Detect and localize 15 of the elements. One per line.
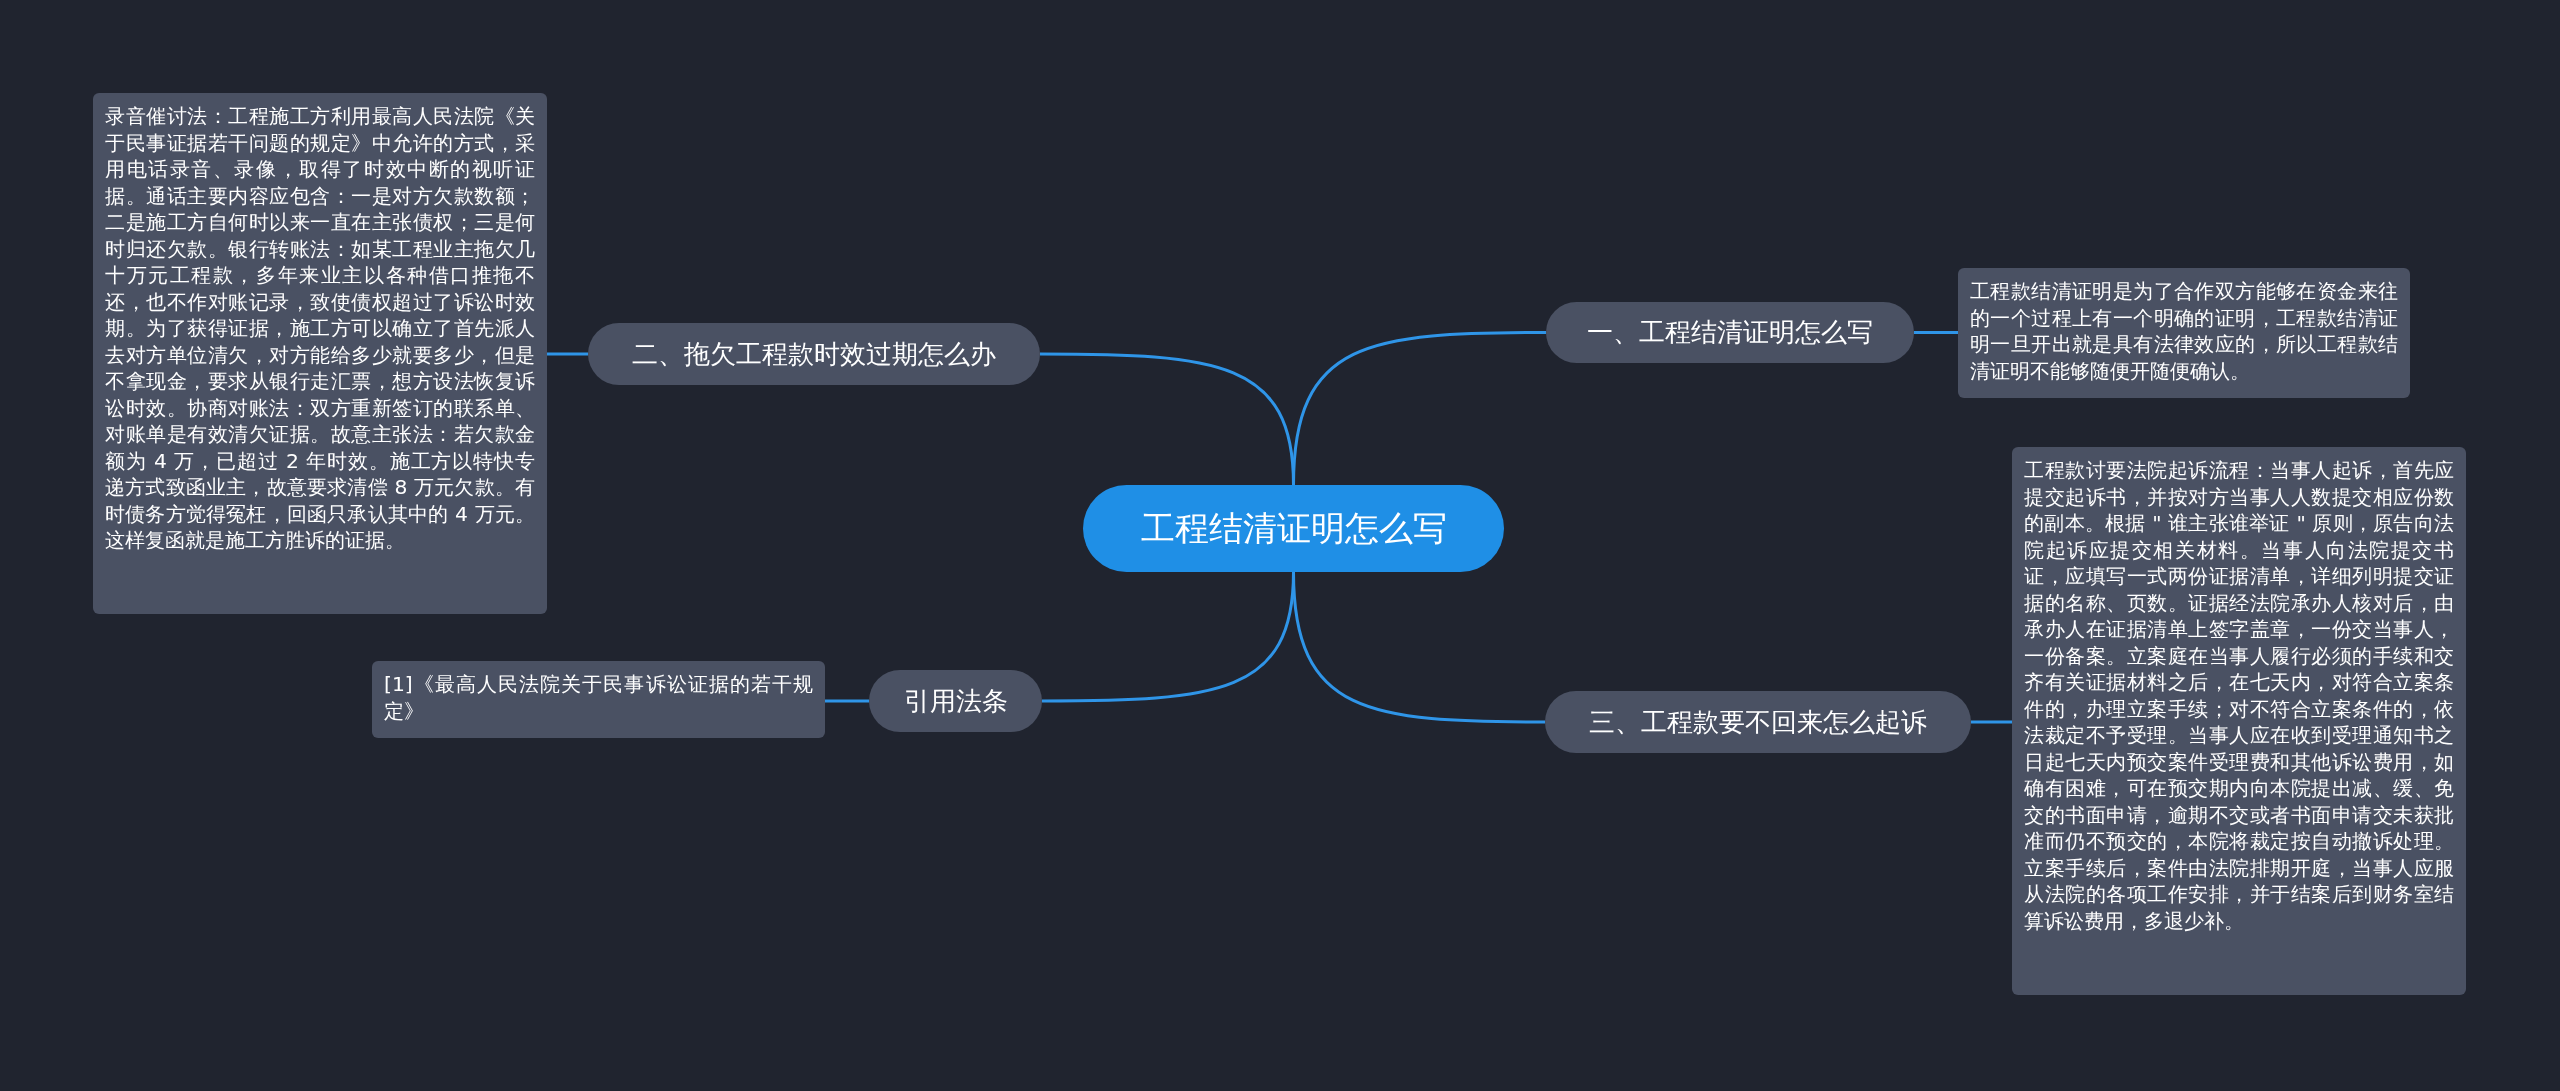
connector-line	[1914, 331, 1958, 334]
note-box: 工程款结清证明是为了合作双方能够在资金来往的一个过程上有一个明确的证明，工程款结清证明一旦开出就是具有法律效应的，所以工程款结清证明不能够随便开随便确认。	[1958, 268, 2410, 398]
connector-line	[825, 699, 869, 703]
topic-box: 一、工程结清证明怎么写	[1546, 302, 1914, 363]
note-box: [1]《最高人民法院关于民事诉讼证据的若干规定》	[372, 661, 825, 738]
connector-line	[1292, 571, 1545, 724]
topic-box: 二、拖欠工程款时效过期怎么办	[588, 323, 1040, 385]
connector-line	[1040, 352, 1295, 486]
connector-line	[1971, 720, 2012, 724]
topic-box: 三、工程款要不回来怎么起诉	[1545, 691, 1971, 753]
connector-line	[547, 352, 588, 356]
topic-box: 引用法条	[869, 670, 1042, 732]
note-box: 工程款讨要法院起诉流程：当事人起诉，首先应提交起诉书，并按对方当事人人数提交相应份数的副本。根据 " 谁主张谁举证 " 原则，原告向法院起诉应提交相关材料。当事人向法院提交书证，应填写一式两份证据清单，详细列明提交证据的名称、页数。证据经法院承办人核对后，由承办人在证据清单上签字盖章，一份交当事人，一份备案。立案庭在当事人履行必须的手续和交齐有关证据材料之后，在七天内，对符合立案条件的，办理立案手续；对不符合立案条件的，依法裁定不予受理。当事人应在收到受理通知书之日起七天内预交案件受理费和其他诉讼费用，如确有困难，可在预交期内向本院提出减、缓、免交的书面申请，逾期不交或者书面申请交未获批准而仍不预交的，本院将裁定按自动撤诉处理。立案手续后，案件由法院排期开庭，当事人应服从法院的各项工作安排，并于结案后到财务室结算诉讼费用，多退少补。	[2012, 447, 2466, 995]
note-box: 录音催讨法：工程施工方利用最高人民法院《关于民事证据若干问题的规定》中允许的方式，采用电话录音、录像，取得了时效中断的视听证据。通话主要内容应包含：一是对方欠款数额；二是施工方自何时以来一直在主张债权；三是何时归还欠款。银行转账法：如某工程业主拖欠几十万元工程款，多年来业主以各种借口推拖不还，也不作对账记录，致使债权超过了诉讼时效期。为了获得证据，施工方可以确立了首先派人去对方单位清欠，对方能给多少就要多少，但是不拿现金，要求从银行走汇票，想方设法恢复诉讼时效。协商对账法：双方重新签订的联系单、对账单是有效清欠证据。故意主张法：若欠款金额为 4 万，已超过 2 年时效。施工方以特快专递方式致函业主，故意要求清偿 8 万元欠款。有时债务方觉得冤枉，回函只承认其中的 4 万元。这样复函就是施工方胜诉的证据。	[93, 93, 547, 614]
central-topic: 工程结清证明怎么写	[1083, 485, 1504, 572]
